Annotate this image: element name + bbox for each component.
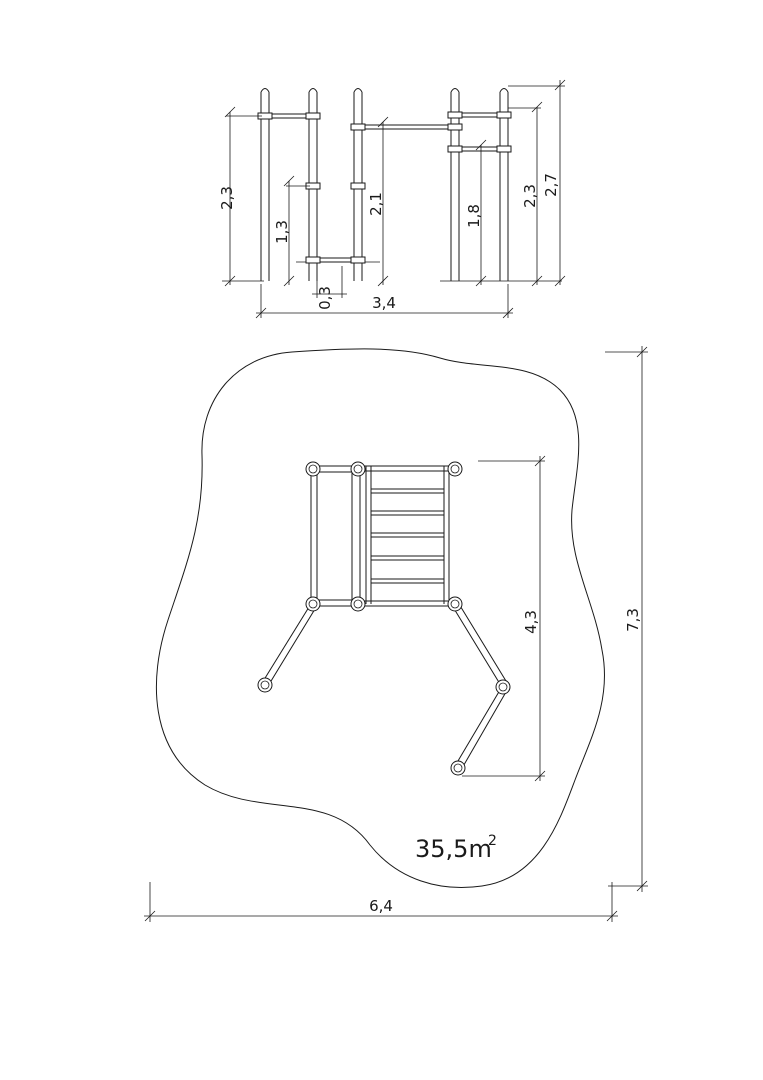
dim-small-gap-label: 0,3 (316, 286, 334, 310)
dim-right-bar-label: 2,3 (521, 184, 539, 208)
ground-line (222, 261, 562, 282)
post-5 (499, 88, 509, 281)
bar-top-right (447, 111, 512, 119)
dim-total-width: 6,4 (144, 882, 618, 922)
area-exponent: 2 (488, 833, 497, 849)
dim-total-height: 7,3 (605, 346, 648, 892)
ladder-rungs (371, 488, 444, 584)
dim-right-top-label: 2,7 (542, 173, 560, 197)
dim-mid-bar: 2,1 (367, 116, 389, 287)
dim-bottom-width: 0,3 3,4 (255, 266, 514, 319)
dim-total-width-label: 3,4 (372, 294, 396, 312)
dim-depth: 4,3 (462, 455, 546, 782)
plan-post-top-left (305, 461, 321, 477)
bar-mid-clamps (305, 182, 366, 190)
bar-low-right (447, 145, 512, 153)
post-1 (260, 88, 270, 281)
elevation-view: 2,3 1,3 2,1 1,8 2,3 (218, 79, 566, 319)
dim-right-low: 1,8 (465, 139, 487, 287)
plan-post-bottom-mid (350, 596, 366, 612)
safety-area-outline (155, 348, 606, 888)
bar-top-left (257, 112, 321, 120)
area-label: 35,5m 2 (415, 833, 497, 863)
bar-high-middle (350, 123, 463, 131)
diagonal-bars (261, 603, 507, 771)
bar-bottom (305, 256, 366, 264)
dim-left-bar: 2,3 (218, 106, 262, 287)
area-value: 35,5m (415, 835, 492, 863)
dim-right-bar: 2,3 (508, 101, 543, 287)
ladder-frame (358, 465, 455, 607)
plan-post-bottom-right (447, 596, 463, 612)
plan-post-top-mid (350, 461, 366, 477)
dim-right-low-label: 1,8 (465, 204, 483, 228)
plan-post-far-right (495, 679, 511, 695)
plan-post-far-left (257, 677, 273, 693)
dim-depth-label: 4,3 (522, 610, 540, 634)
dim-mid-bar-label: 2,1 (367, 192, 385, 216)
frame-rails (310, 465, 361, 607)
plan-post-bottom-end (450, 760, 466, 776)
plan-post-bottom-left (305, 596, 321, 612)
dim-right-top: 2,7 (508, 79, 566, 287)
plan-post-top-right (447, 461, 463, 477)
dim-low-bar: 1,3 (273, 175, 310, 287)
plan-view: 4,3 7,3 6,4 35,5m 2 (144, 346, 648, 922)
dim-total-width-label: 6,4 (369, 897, 393, 915)
dim-total-height-label: 7,3 (624, 608, 642, 632)
dim-low-bar-label: 1,3 (273, 220, 291, 244)
dim-left-bar-label: 2,3 (218, 186, 236, 210)
